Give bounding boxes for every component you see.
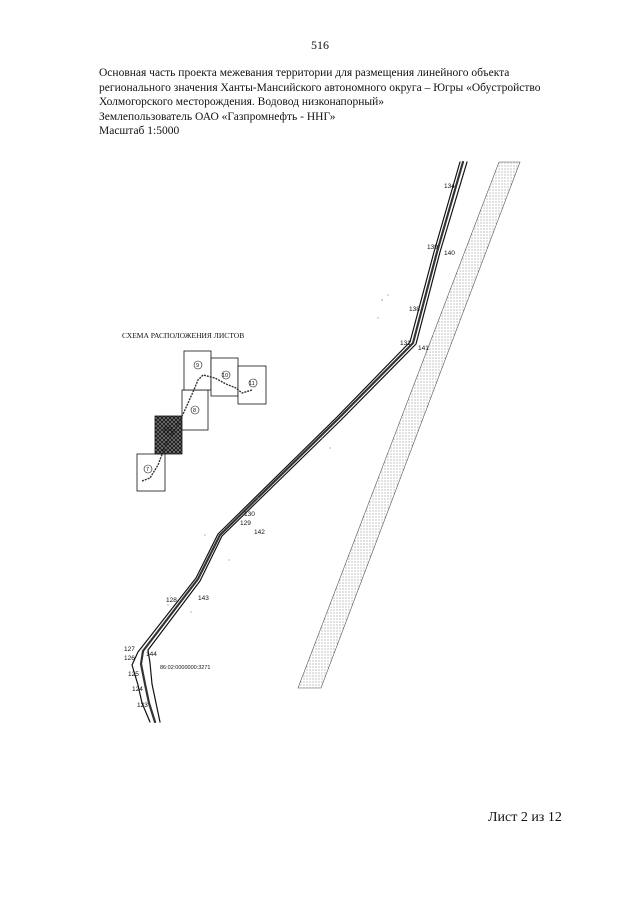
point-label-130: 130 [244,511,255,518]
page-number: 516 [311,38,329,52]
header-line-1: Основная часть проекта межевания террито… [99,67,510,79]
point-label-141: 141 [418,345,429,352]
point-label-143: 143 [198,595,209,602]
point-label-131: 131 [400,340,411,347]
terrain-dots [167,294,389,613]
scheme-title: СХЕМА РАСПОЛОЖЕНИЯ ЛИСТОВ [122,331,244,340]
header-line-2: регионального значения Ханты-Мансийского… [99,81,541,94]
scheme-sheet-8 [181,389,209,431]
point-label-129: 129 [240,520,251,527]
scheme-number-10: 10 [222,373,228,379]
point-labels: 134 139 140 138 131 141 130 129 142 128 … [124,183,455,709]
header-line-3: Холмогорского месторождения. Водовод низ… [99,96,384,109]
scheme-sheet-7 [136,453,166,492]
scheme-number-8: 8 [193,408,196,414]
point-label-128: 128 [166,597,177,604]
point-label-125: 125 [128,671,139,678]
point-label-124: 124 [132,686,143,693]
scheme-number-9: 9 [196,363,199,369]
point-label-139: 139 [427,244,438,251]
point-label-123: 123 [137,702,148,709]
corridor-boundary-left [131,161,461,723]
sheet-label: Лист 2 из 12 [488,810,562,825]
header-line-4: Землепользователь ОАО «Газпромнефть - НН… [99,110,336,123]
scheme-number-current: 2 [166,429,169,435]
point-label-127: 127 [124,646,135,653]
point-label-142: 142 [254,529,265,536]
scheme-sheet-9 [183,350,212,391]
scheme-sheet-11 [237,365,267,405]
sheet-layout-scheme: СХЕМА РАСПОЛОЖЕНИЯ ЛИСТОВ 7 2 8 9 10 11 [122,331,267,492]
header-line-5: Масштаб 1:5000 [99,125,180,138]
parcel-code: 86:02:0000000:3271 [160,665,210,671]
road-strip [297,161,521,689]
point-label-126: 126 [124,655,135,662]
point-label-144: 144 [146,651,157,658]
pipeline-corridor [131,160,468,724]
scheme-number-7: 7 [146,467,149,473]
point-label-138: 138 [409,306,420,313]
scheme-route-line [141,374,253,482]
corridor-boundary-right [147,161,468,723]
scheme-number-11: 11 [249,381,255,387]
scheme-sheet-numbers [143,360,258,474]
pipeline-axis [139,160,465,724]
point-label-140: 140 [444,250,455,257]
document-header: Основная часть проекта межевания террито… [99,66,579,139]
point-label-134: 134 [444,183,455,190]
